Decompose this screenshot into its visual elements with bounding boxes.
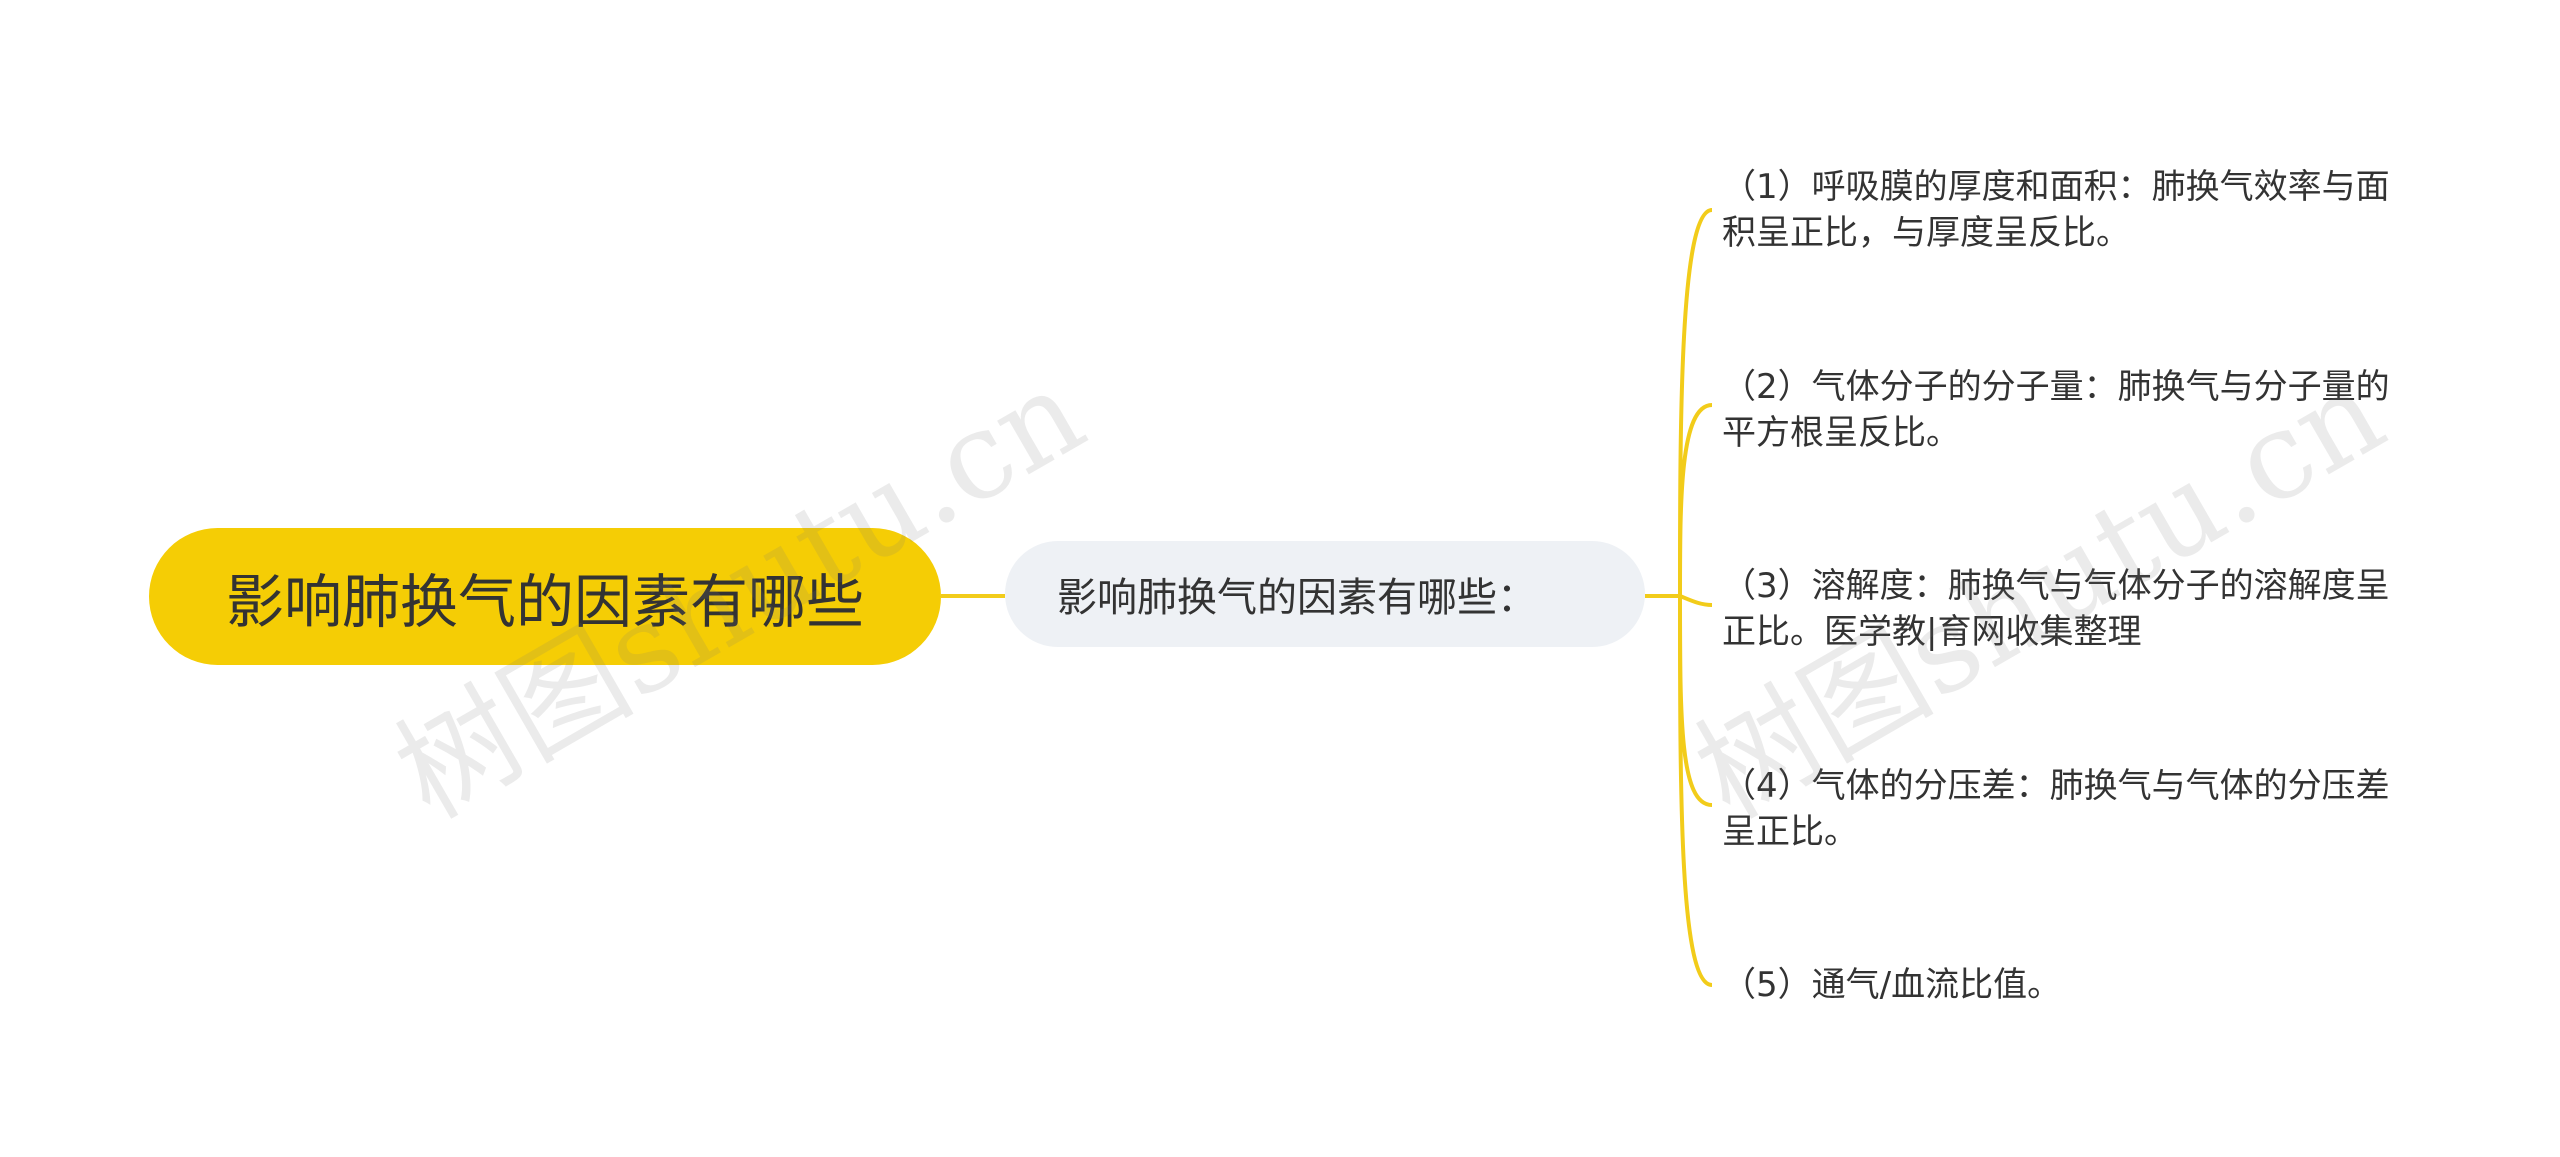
leaf-topic-3[interactable]: （3）溶解度：肺换气与气体分子的溶解度呈正比。医学教|育网收集整理 [1722,566,2390,652]
leaf-2-connector [1678,403,1713,597]
leaf-topic-5[interactable]: （5）通气/血流比值。 [1722,965,2062,1005]
leaf-1-connector [1678,208,1713,597]
leaf-topic-1[interactable]: （1）呼吸膜的厚度和面积：肺换气效率与面积呈正比，与厚度呈反比。 [1722,167,2390,253]
root-topic-node[interactable]: 影响肺换气的因素有哪些 [149,528,941,665]
leaf-4-connector [1678,595,1713,807]
leaf-5-connector [1678,595,1713,987]
leaf-topic-4[interactable]: （4）气体的分压差：肺换气与气体的分压差呈正比。 [1722,766,2390,852]
leaf-topic-2[interactable]: （2）气体分子的分子量：肺换气与分子量的平方根呈反比。 [1722,367,2390,453]
leaf-3-connector [1679,594,1713,607]
branch-topic-node[interactable]: 影响肺换气的因素有哪些： [1005,541,1645,647]
